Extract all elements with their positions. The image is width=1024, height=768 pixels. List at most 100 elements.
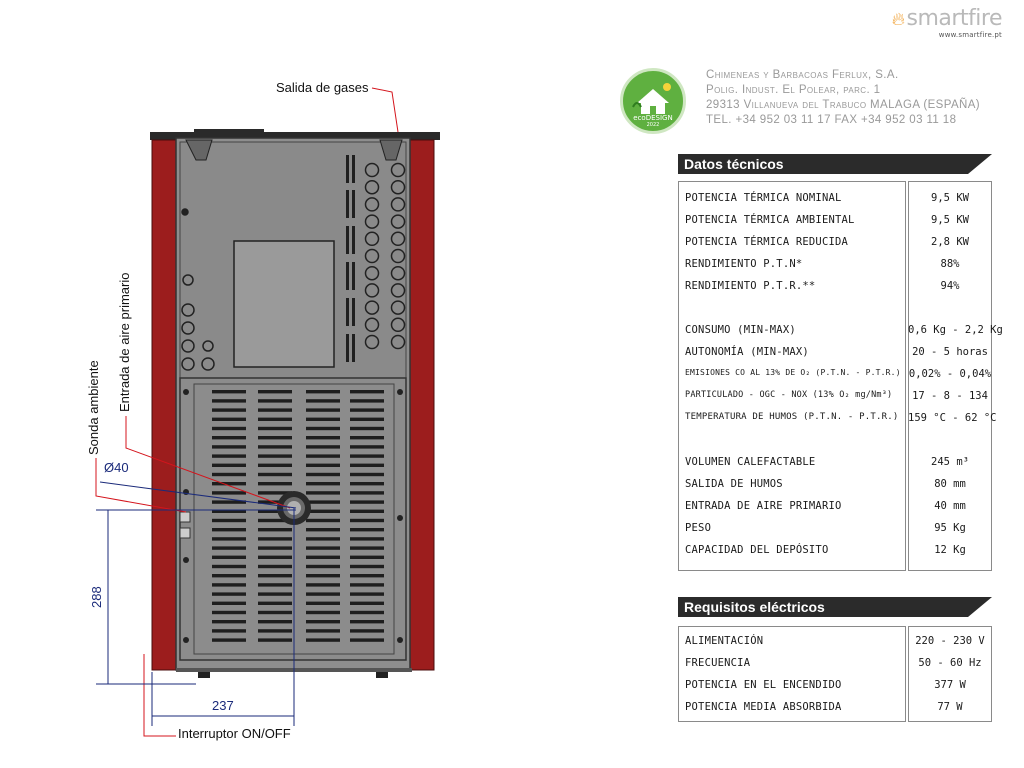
tech-labels-box	[678, 181, 906, 571]
grille-slot	[212, 620, 246, 624]
grille-slot	[306, 463, 340, 467]
grille-slot	[306, 426, 340, 431]
grille-slot	[212, 592, 246, 596]
vent-hole	[390, 248, 406, 264]
grille-slot	[258, 537, 292, 541]
vent-hole	[364, 283, 380, 298]
grille-slot	[306, 509, 340, 513]
brand-url: www.smartfire.pt	[938, 31, 1002, 39]
grille-slot	[306, 399, 340, 403]
grille-slot	[350, 399, 384, 403]
grille-slot	[350, 463, 384, 467]
grille-slot	[212, 408, 246, 412]
tech-row-value: 9,5 KW	[931, 214, 969, 226]
house-icon	[632, 83, 671, 114]
grille-slot	[212, 509, 246, 513]
grille-slot	[212, 574, 246, 578]
elec-header: Requisitos eléctricos	[678, 597, 992, 617]
tech-row-label: POTENCIA TÉRMICA AMBIENTAL	[685, 214, 855, 226]
grille-slot	[306, 574, 340, 578]
grille-slot	[350, 564, 384, 569]
tech-row-value: 17 - 8 - 134	[912, 390, 988, 402]
grille-slot	[212, 491, 246, 495]
vent-hole	[364, 197, 380, 212]
flame-icon: 🔥︎	[891, 9, 905, 30]
grille-slot	[212, 390, 246, 394]
ecodesign-year: 2022	[646, 122, 660, 128]
grille-slot	[350, 500, 384, 504]
tech-row-label: PARTICULADO - OGC - NOX (13% O₂ mg/Nm³)	[685, 390, 893, 400]
grille-slot	[306, 482, 340, 486]
vent-hole	[390, 283, 406, 298]
grille-slot	[350, 518, 384, 523]
tech-row-value: 0,6 Kg - 2,2 Kg	[908, 324, 1003, 336]
grille-slot	[350, 555, 384, 559]
vent-hole	[390, 317, 406, 333]
tech-row-label: PESO	[685, 522, 712, 534]
grille-slot	[350, 546, 384, 550]
vent-hole	[390, 214, 406, 229]
grille-slot	[350, 610, 384, 615]
grille-slot	[258, 417, 292, 421]
grille-slot	[306, 491, 340, 495]
elec-row-value: 377 W	[934, 679, 966, 691]
grille-slot	[258, 445, 292, 449]
grille-slot	[258, 555, 292, 559]
grille-slot	[306, 537, 340, 541]
vent-hole	[390, 231, 406, 247]
grille-slot	[306, 546, 340, 550]
tech-row-value: 40 mm	[934, 500, 966, 512]
grille-slot	[258, 463, 292, 467]
tech-row-label: RENDIMIENTO P.T.N*	[685, 258, 803, 270]
grille-slot	[212, 564, 246, 569]
grille-slot	[212, 629, 246, 633]
company-city: 29313 Villanueva del Trabuco MALAGA (ESP…	[706, 99, 981, 111]
grille-slot	[258, 638, 292, 642]
dimension-diameter: Ø40	[104, 460, 129, 475]
grille-slot	[350, 408, 384, 412]
grille-slot	[306, 629, 340, 633]
brand-name: 🔥︎smartfire	[891, 6, 1003, 31]
tech-header: Datos técnicos	[678, 154, 992, 174]
elec-row-value: 77 W	[937, 701, 963, 713]
tech-row-value: 0,02% - 0,04%	[908, 368, 992, 380]
grille-slot	[350, 436, 384, 440]
company-address: Polig. Indust. El Polear, parc. 1	[706, 84, 881, 96]
grille-slot	[258, 528, 292, 532]
grille-slot	[306, 583, 340, 587]
grille-slot	[258, 564, 292, 569]
company-info: Chimeneas y Barbacoas Ferlux, S.A. Polig…	[706, 68, 980, 128]
grille-slot	[212, 638, 246, 642]
tech-row-label: ENTRADA DE AIRE PRIMARIO	[685, 500, 842, 512]
elec-row-value: 220 - 230 V	[915, 635, 985, 647]
vent-hole	[364, 334, 380, 350]
grille-slot	[258, 436, 292, 440]
grille-slot	[306, 528, 340, 532]
vent-hole	[364, 162, 380, 178]
grille-slot	[258, 408, 292, 412]
grille-slot	[350, 620, 384, 624]
brand-logo: 🔥︎smartfire www.smartfire.pt	[891, 6, 1003, 40]
grille-slot	[350, 629, 384, 633]
vent-hole	[364, 300, 380, 315]
tech-values-box	[908, 181, 992, 571]
tech-row-label: AUTONOMÍA (MIN-MAX)	[685, 346, 809, 358]
grille-slot	[212, 472, 246, 477]
tech-row-value: 245 m³	[931, 456, 969, 468]
grille-slot	[306, 555, 340, 559]
vent-hole	[364, 214, 380, 229]
vent-hole	[364, 317, 380, 333]
grille-slot	[212, 601, 246, 605]
grille-slot	[212, 500, 246, 504]
grille-slot	[212, 426, 246, 431]
ecodesign-badge: ecoDESIGN 2022	[620, 68, 686, 134]
grille-slot	[258, 491, 292, 495]
grille-slot	[212, 399, 246, 403]
tech-row-value: 88%	[940, 258, 960, 270]
grille-slot	[212, 436, 246, 440]
grille-slot	[258, 426, 292, 431]
grille-slot	[212, 454, 246, 458]
grille-slot	[212, 445, 246, 449]
grille-slot	[258, 399, 292, 403]
elec-values-box	[908, 626, 992, 722]
